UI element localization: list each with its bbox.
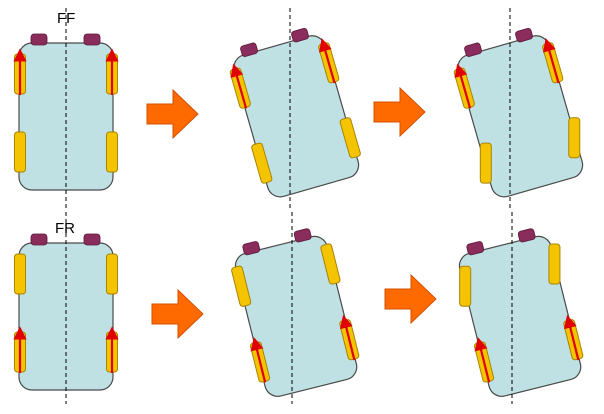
wheel-rear-left-tire bbox=[479, 142, 492, 184]
wheel-rear-left-tire bbox=[251, 142, 273, 184]
car-body bbox=[457, 35, 584, 198]
drive-force-arrow-icon bbox=[339, 314, 356, 361]
headlight-right bbox=[293, 228, 312, 243]
wheel-rear-right bbox=[339, 314, 360, 361]
headlight-left bbox=[240, 42, 258, 57]
wheel-front-right-tire bbox=[106, 253, 118, 295]
wheel-front-left bbox=[453, 63, 475, 109]
car-body bbox=[458, 235, 582, 397]
headlight-left bbox=[242, 241, 261, 256]
headlight-right bbox=[83, 33, 101, 46]
wheel-rear-right-tire bbox=[339, 117, 361, 159]
drive-force-arrow-icon bbox=[318, 38, 336, 84]
wheel-front-left bbox=[13, 48, 27, 95]
wheel-rear-right-tire bbox=[106, 131, 118, 173]
wheel-front-left-tire bbox=[459, 265, 472, 307]
car-2-2 bbox=[231, 228, 360, 397]
wheel-front-left-tire bbox=[14, 253, 26, 295]
wheel-front-right bbox=[320, 243, 341, 285]
fr-label: FR bbox=[55, 220, 75, 237]
wheel-front-right-tire bbox=[548, 243, 561, 285]
wheel-front-right bbox=[318, 38, 340, 84]
car-2-3 bbox=[458, 228, 584, 397]
headlight-left bbox=[464, 42, 482, 57]
wheel-rear-left bbox=[13, 326, 27, 373]
wheel-rear-right-tire bbox=[568, 117, 581, 159]
wheel-rear-right bbox=[339, 117, 361, 159]
drive-force-arrow-icon bbox=[454, 63, 472, 109]
wheel-front-right bbox=[106, 253, 118, 295]
headlight-left bbox=[30, 233, 48, 246]
wheel-front-left bbox=[231, 265, 252, 307]
headlight-right bbox=[291, 27, 309, 43]
wheel-front-left bbox=[459, 265, 472, 307]
car-2-1 bbox=[13, 233, 119, 391]
step-arrows-layer bbox=[146, 86, 437, 340]
step-arrow-icon bbox=[151, 288, 204, 340]
wheel-rear-left-tire bbox=[14, 131, 26, 173]
headlight-right bbox=[517, 228, 536, 243]
wheel-rear-left bbox=[251, 142, 273, 184]
drive-force-arrow-icon bbox=[563, 314, 580, 361]
step-arrow-icon bbox=[384, 273, 437, 325]
cars-layer bbox=[13, 8, 584, 404]
drive-force-arrow-icon bbox=[474, 337, 491, 383]
headlight-right bbox=[515, 27, 533, 43]
wheel-rear-right bbox=[568, 117, 581, 159]
headlight-right bbox=[83, 233, 101, 246]
wheel-rear-right bbox=[106, 131, 118, 173]
wheel-rear-right bbox=[563, 314, 584, 361]
drive-force-arrow-icon bbox=[542, 38, 560, 84]
wheel-front-left bbox=[229, 63, 251, 109]
headlight-left bbox=[30, 33, 48, 46]
step-arrow-icon bbox=[146, 88, 199, 140]
wheel-front-left-tire bbox=[231, 265, 252, 307]
wheel-rear-left bbox=[479, 142, 492, 184]
drive-force-arrow-icon bbox=[230, 63, 248, 109]
ff-label: FF bbox=[57, 10, 75, 27]
wheel-front-left bbox=[14, 253, 26, 295]
wheel-rear-right bbox=[105, 326, 119, 373]
car-1-3 bbox=[453, 27, 584, 198]
step-arrow-icon bbox=[373, 86, 426, 138]
wheel-front-right bbox=[548, 243, 561, 285]
wheel-front-right-tire bbox=[320, 243, 341, 285]
wheel-rear-left bbox=[474, 337, 495, 383]
wheel-rear-left bbox=[14, 131, 26, 173]
drive-force-arrow-icon bbox=[250, 337, 267, 383]
car-body bbox=[234, 235, 358, 397]
car-body bbox=[233, 35, 360, 198]
wheel-front-right bbox=[542, 38, 564, 84]
car-1-2 bbox=[229, 27, 361, 198]
wheel-rear-left bbox=[250, 337, 271, 383]
headlight-left bbox=[466, 241, 485, 256]
wheel-front-right bbox=[105, 48, 119, 95]
